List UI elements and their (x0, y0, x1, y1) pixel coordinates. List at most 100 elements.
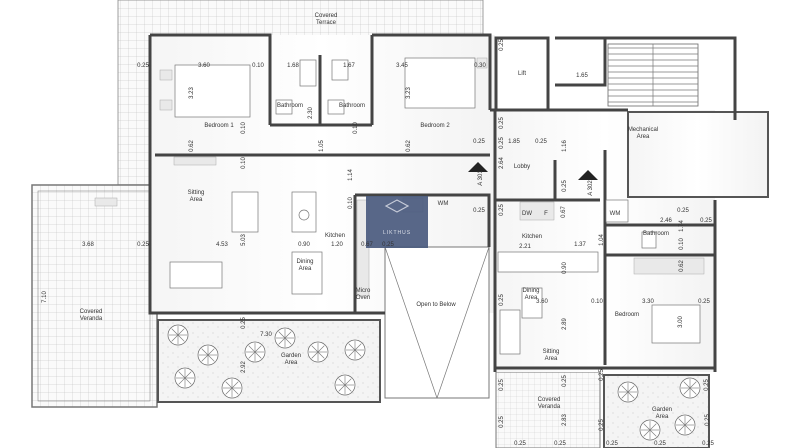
dimension-label: 0.90 (298, 242, 310, 248)
dimension-label: 0.62 (406, 140, 412, 152)
dimension-label: 0.10 (252, 63, 264, 69)
dimension-label: 1.16 (562, 140, 568, 152)
room-label-dining-area-right: Area (525, 295, 538, 301)
dimension-label: 0.67 (561, 206, 567, 218)
dimension-label: 0.25 (702, 441, 714, 447)
dimension-label: 1.85 (508, 139, 520, 145)
walls (148, 33, 737, 372)
dimension-label: 0.25 (562, 375, 568, 387)
dimension-label: 0.25 (473, 208, 485, 214)
dimension-label: 1.04 (599, 234, 605, 246)
dimension-label: 7.30 (260, 332, 272, 338)
staircase (607, 43, 699, 107)
dimension-label: 0.25 (241, 317, 247, 329)
appliance-label-micro-oven: Micro (356, 288, 371, 294)
room-label-covered-terrace: Covered (315, 13, 338, 19)
room-label-bedroom-right: Bedroom (615, 312, 639, 318)
dimension-label: 2.89 (562, 318, 568, 330)
room-label-covered-veranda-right: Covered (538, 397, 561, 403)
room-label-mechanical-area: Area (637, 134, 650, 140)
room-label-covered-veranda-right: Veranda (538, 404, 561, 410)
dimension-label: 0.10 (241, 122, 247, 134)
dimension-label: 0.10 (348, 197, 354, 209)
dimension-label: 0.25 (473, 139, 485, 145)
dimension-label: 2.21 (519, 244, 531, 250)
tree-icon (244, 341, 266, 363)
dimension-label: 0.25 (499, 294, 505, 306)
dimension-label: 0.25 (700, 218, 712, 224)
room-label-bedroom2: Bedroom 2 (420, 123, 450, 129)
dimension-label: 3.23 (189, 87, 195, 99)
dimension-label: 2.46 (660, 218, 672, 224)
dimension-label: 7.10 (42, 291, 48, 303)
tree-icon (307, 341, 329, 363)
open-to-below-area (384, 246, 490, 399)
garden-trees (167, 324, 701, 441)
tree-icon (334, 374, 356, 396)
covered-veranda-left-floor (31, 184, 158, 408)
room-label-bathroom-a: Bathroom (277, 103, 303, 109)
dimension-label: 3.00 (678, 316, 684, 328)
room-label-covered-terrace: Terrace (316, 20, 337, 26)
room-label-bathroom-right: Bathroom (643, 231, 669, 237)
dimension-label: 0.25 (137, 242, 149, 248)
dimension-label: 3.68 (82, 242, 94, 248)
dimension-label: 0.25 (599, 419, 605, 431)
appliance-label-micro-oven: Oven (356, 295, 370, 301)
dimension-label: 0.25 (499, 204, 505, 216)
dimension-label: 3.60 (198, 63, 210, 69)
dimension-label: 0.10 (591, 299, 603, 305)
dimension-label: 0.90 (562, 262, 568, 274)
dimension-label: 1.74 (679, 220, 685, 232)
tree-icon (344, 339, 366, 361)
dimension-label: 0.25 (514, 441, 526, 447)
room-label-garden-area-left: Area (285, 360, 298, 366)
dimension-label: 0.10 (679, 238, 685, 250)
section-mark-a301: A 301 (478, 170, 484, 186)
dimension-label: 0.25 (382, 242, 394, 248)
room-label-kitchen-left: Kitchen (325, 233, 345, 239)
tree-icon (221, 377, 243, 399)
dimension-label: 3.23 (406, 87, 412, 99)
dimension-label: 1.67 (343, 63, 355, 69)
room-label-covered-veranda-left: Veranda (80, 316, 103, 322)
dimension-label: 0.25 (654, 441, 666, 447)
dimension-label: 1.05 (319, 140, 325, 152)
dimension-label: 1.20 (331, 242, 343, 248)
room-label-garden-area-right: Garden (652, 407, 672, 413)
room-label-sitting-area-right: Sitting (543, 349, 560, 355)
dimension-label: 0.25 (499, 416, 505, 428)
room-label-garden-area-left: Garden (281, 353, 301, 359)
room-label-lift: Lift (518, 71, 526, 77)
dimension-label: 1.68 (287, 63, 299, 69)
dimension-label: 0.25 (705, 414, 711, 426)
covered-veranda-right-floor (495, 371, 601, 448)
section-mark-a302: A 302 (588, 180, 594, 196)
section-markers: A 301 A 302 (468, 162, 598, 196)
dimension-label: 3.60 (536, 299, 548, 305)
room-label-sitting-area-left: Area (190, 197, 203, 203)
tree-icon (674, 414, 696, 436)
tree-icon (679, 377, 701, 399)
watermark-badge: LIKTHUS (366, 196, 428, 248)
tree-icon (639, 419, 661, 441)
room-label-sitting-area-left: Sitting (188, 190, 205, 196)
dimension-label: 2.30 (308, 107, 314, 119)
mechanical-area-floor (627, 111, 769, 198)
furniture (94, 57, 705, 355)
tree-icon (167, 324, 189, 346)
dimension-label: 0.25 (499, 117, 505, 129)
watermark-brand: LIKTHUS (383, 230, 411, 236)
dimension-label: 3.30 (642, 299, 654, 305)
dimension-label: 0.30 (474, 63, 486, 69)
room-label-sitting-area-right: Area (545, 356, 558, 362)
dimension-label: 0.25 (677, 208, 689, 214)
appliance-label-wm-left: WM (438, 201, 449, 207)
dimension-label: 2.92 (241, 361, 247, 373)
room-label-dining-area-right: Dining (522, 288, 539, 294)
dimension-label: 0.25 (554, 441, 566, 447)
dimension-label: 1.65 (576, 73, 588, 79)
dimension-label: 0.25 (535, 139, 547, 145)
